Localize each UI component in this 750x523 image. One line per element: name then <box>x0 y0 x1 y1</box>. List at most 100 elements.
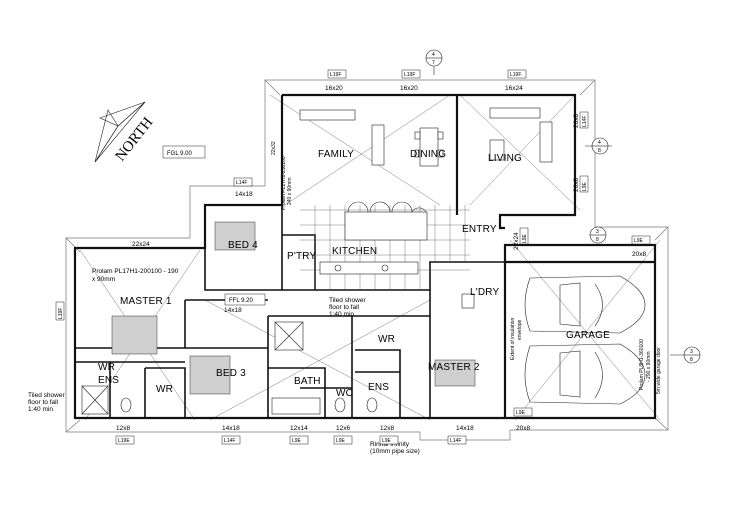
room-wr-1: WR <box>98 362 115 373</box>
svg-text:L9E: L9E <box>336 438 346 444</box>
note-rinnai-a: Rinnai Infinity <box>370 441 410 448</box>
room-entry: ENTRY <box>462 224 497 235</box>
svg-text:7: 7 <box>432 60 435 66</box>
svg-text:3: 3 <box>596 229 599 235</box>
room-wr-3: WR <box>378 334 395 345</box>
note-rinnai-b: (10mm pipe size) <box>370 448 420 455</box>
svg-text:20x8: 20x8 <box>632 251 646 258</box>
svg-text:L19F: L19F <box>510 72 521 78</box>
room-wr-2: WR <box>156 384 173 395</box>
svg-text:L14F: L14F <box>450 438 461 444</box>
garage-cars <box>524 275 646 405</box>
room-master2: MASTER 2 <box>428 362 480 373</box>
svg-text:14x18: 14x18 <box>224 307 242 314</box>
north-label: NORTH <box>113 114 157 164</box>
svg-text:14x18: 14x18 <box>222 425 240 432</box>
room-bath: BATH <box>294 376 321 387</box>
note-tiled-shower-f: 1:40 min <box>28 406 53 413</box>
svg-text:14x18: 14x18 <box>235 191 253 198</box>
note-tiled-shower-b: floor to fall <box>329 304 360 311</box>
svg-text:L19F: L19F <box>404 72 415 78</box>
svg-text:12x8: 12x8 <box>380 425 394 432</box>
room-bed4: BED 4 <box>228 240 258 251</box>
svg-text:L9E: L9E <box>634 238 644 244</box>
note-tiled-shower-e: floor to fall <box>28 399 59 406</box>
line-tags: L19F L19F L19F L14F L19F L9E L9E L19E L1… <box>55 69 651 445</box>
ffl-label: FFL 9.20 <box>224 293 266 306</box>
svg-text:L19E: L19E <box>118 438 130 444</box>
section-markers: 4 7 4 8 3 8 3 8 <box>425 49 701 364</box>
section-marker-4: 3 8 <box>670 346 701 364</box>
note-boundary-2232: 22x32 <box>271 141 277 155</box>
svg-text:FFL 9.20: FFL 9.20 <box>229 298 253 304</box>
room-master1: MASTER 1 <box>120 296 172 307</box>
note-insulation-b: envelope <box>517 319 523 340</box>
svg-text:L9E: L9E <box>582 181 588 191</box>
room-garage: GARAGE <box>566 330 610 341</box>
note-tiled-shower-a: Tiled shower <box>329 297 366 304</box>
note-garage-lintel-b: - 290 x 90mm <box>646 351 652 382</box>
room-ens-1: ENS <box>98 375 119 386</box>
svg-text:12x6: 12x6 <box>336 425 350 432</box>
svg-text:14x18: 14x18 <box>456 425 474 432</box>
kitchen-tiles <box>300 201 470 290</box>
note-tiled-shower-c: 1:40 min <box>329 311 354 318</box>
note-insulation-a: Extent of insulation <box>510 318 516 360</box>
svg-text:16x24: 16x24 <box>505 85 523 92</box>
note-tiled-shower-d: Tiled shower <box>28 392 65 399</box>
svg-text:22x24: 22x24 <box>132 241 150 248</box>
svg-text:12x8: 12x8 <box>116 425 130 432</box>
section-marker-1: 4 7 <box>425 49 443 75</box>
note-garage-door: 5m wide garage door <box>656 347 662 394</box>
svg-text:22x24: 22x24 <box>513 232 520 250</box>
notes: Prolam PL17H1-200100 - 190 x 90mm Tiled … <box>28 141 662 455</box>
svg-text:20x8: 20x8 <box>573 178 580 192</box>
room-bed3: BED 3 <box>216 368 246 379</box>
svg-text:8: 8 <box>690 357 693 363</box>
svg-text:12x14: 12x14 <box>290 425 308 432</box>
furniture <box>111 107 553 395</box>
room-dining: DINING <box>410 149 446 160</box>
svg-text:L14F: L14F <box>224 438 235 444</box>
section-marker-2: 4 8 <box>585 137 612 155</box>
svg-text:3: 3 <box>690 349 693 355</box>
svg-text:L19F: L19F <box>330 72 341 78</box>
svg-text:20x8: 20x8 <box>516 425 530 432</box>
room-family: FAMILY <box>318 149 354 160</box>
svg-text:L14F: L14F <box>582 116 588 127</box>
svg-text:L14F: L14F <box>236 180 247 186</box>
room-laundry: L'DRY <box>470 287 500 298</box>
north-arrow: NORTH <box>94 101 157 164</box>
note-garage-lintel: Prolam PL8H1-360100 <box>639 339 645 390</box>
dimensions: 16x20 16x20 16x24 14x18 22x24 14x18 20x8… <box>116 85 646 432</box>
svg-text:L9E: L9E <box>522 233 528 243</box>
interior-walls <box>75 205 505 418</box>
svg-text:FGL 9.00: FGL 9.00 <box>167 151 192 157</box>
svg-text:8: 8 <box>596 237 599 243</box>
exterior-walls <box>73 93 657 420</box>
room-kitchen: KITCHEN <box>332 246 377 257</box>
room-ens-2: ENS <box>368 382 389 393</box>
room-labels: FAMILY DINING LIVING KITCHEN ENTRY P'TRY… <box>98 149 610 399</box>
svg-text:16x20: 16x20 <box>400 85 418 92</box>
section-marker-3: 3 8 <box>589 226 607 244</box>
note-lintel-master1-b: x 90mm <box>92 276 115 283</box>
svg-text:8: 8 <box>598 148 601 154</box>
svg-text:L19F: L19F <box>58 308 64 319</box>
fgl-label: FGL 9.00 <box>162 145 206 159</box>
svg-text:16x20: 16x20 <box>325 85 343 92</box>
svg-text:L9E: L9E <box>292 438 302 444</box>
svg-text:4: 4 <box>598 140 601 146</box>
note-lintel-master1: Prolam PL17H1-200100 - 190 <box>92 268 179 275</box>
svg-text:4: 4 <box>432 52 435 58</box>
svg-text:20x8: 20x8 <box>573 114 580 128</box>
room-wc: WC <box>336 388 353 399</box>
note-lintel-vert-b: Prolam PL17H1-250100 <box>281 156 287 210</box>
svg-text:L9E: L9E <box>382 438 392 444</box>
note-lintel-vert: 240 x 90mm <box>287 177 293 205</box>
room-pantry: P'TRY <box>287 251 317 262</box>
bathroom-fixtures <box>81 293 475 415</box>
room-living: LIVING <box>488 153 522 164</box>
svg-text:L9E: L9E <box>516 410 526 416</box>
